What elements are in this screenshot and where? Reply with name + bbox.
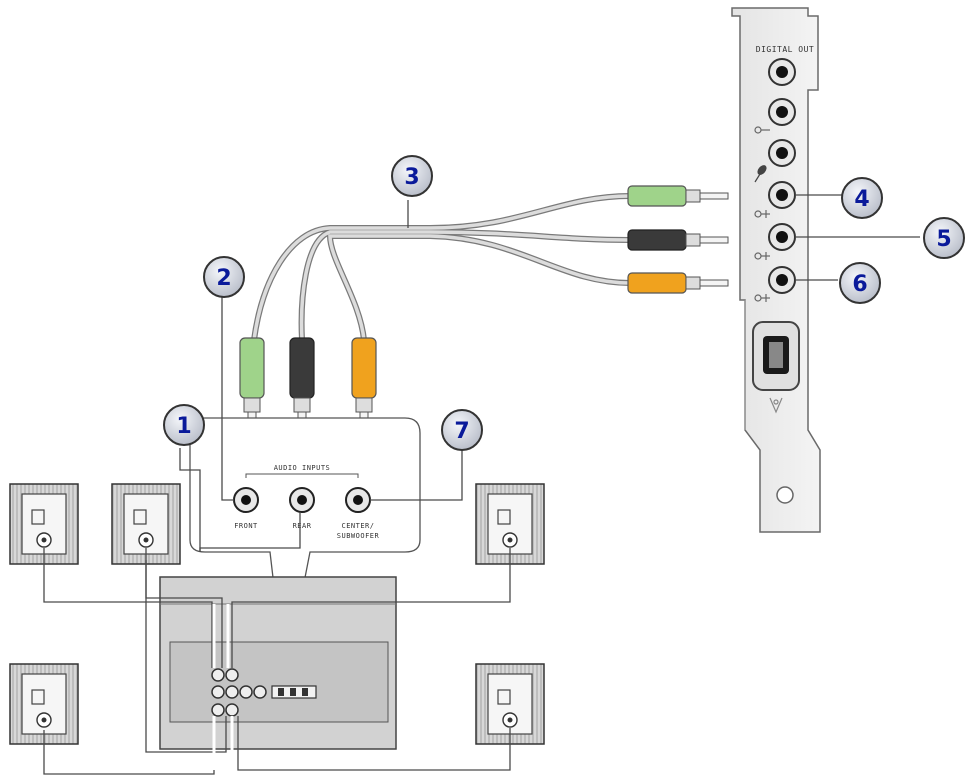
- callout-badge-7: 7: [441, 409, 483, 451]
- speaker-out-icon-1: [754, 210, 770, 218]
- center-sub-out-jack[interactable]: [768, 266, 796, 294]
- black-plug-horizontal: [627, 229, 729, 251]
- callout-number: 5: [936, 227, 951, 252]
- mic-icon: [754, 165, 767, 183]
- rear-input-jack[interactable]: [289, 487, 315, 513]
- callout-number: 3: [404, 165, 419, 190]
- callout-badge-6: 6: [839, 262, 881, 304]
- speaker-front-left: [9, 483, 79, 565]
- speaker-wires: [43, 548, 511, 775]
- subwoofer-label: SUBWOOFER: [337, 532, 380, 540]
- callout-badge-3: 3: [391, 155, 433, 197]
- callout-number: 7: [454, 419, 469, 444]
- line-in-jack[interactable]: [768, 98, 796, 126]
- center-sub-input-jack[interactable]: [345, 487, 371, 513]
- center-label: CENTER/: [341, 522, 374, 530]
- callout-badge-4: 4: [841, 177, 883, 219]
- sound-card-bracket: DIGITAL OUT: [731, 7, 821, 533]
- green-plug-horizontal: [627, 185, 729, 207]
- splitter-cable: [251, 193, 633, 343]
- callout-badge-5: 5: [923, 217, 965, 259]
- line-in-icon: [754, 126, 770, 134]
- callout-badge-2: 2: [203, 256, 245, 298]
- callout-leader-lines: [179, 194, 920, 552]
- bracket-screw-hole: [776, 486, 794, 504]
- callout-badge-1: 1: [163, 404, 205, 446]
- callout-number: 4: [854, 187, 869, 212]
- orange-plug-horizontal: [627, 272, 729, 294]
- subwoofer-amplifier: [159, 576, 397, 750]
- callout-number: 2: [216, 266, 231, 291]
- front-label: FRONT: [234, 522, 258, 530]
- rear-label: REAR: [293, 522, 312, 530]
- center-label-line1: CENTER/: [341, 522, 374, 530]
- digital-out-jack[interactable]: [768, 58, 796, 86]
- callout-number: 6: [852, 272, 867, 297]
- callout-number: 1: [176, 414, 191, 439]
- mic-in-jack[interactable]: [768, 139, 796, 167]
- amp-input-connector: [271, 685, 317, 699]
- audio-inputs-panel: AUDIO INPUTS FRONT REAR CENTER/ SUBWOOFE…: [189, 417, 421, 681]
- digital-out-label: DIGITAL OUT: [756, 45, 814, 54]
- front-out-jack[interactable]: [768, 181, 796, 209]
- speaker-rear-right: [475, 663, 545, 745]
- speaker-out-icon-2: [754, 252, 770, 260]
- audio-inputs-label: AUDIO INPUTS: [274, 464, 331, 472]
- speaker-out-icon-3: [754, 294, 770, 302]
- front-input-jack[interactable]: [233, 487, 259, 513]
- firewire-icon: [769, 397, 783, 414]
- firewire-port[interactable]: [752, 321, 800, 391]
- rear-out-jack[interactable]: [768, 223, 796, 251]
